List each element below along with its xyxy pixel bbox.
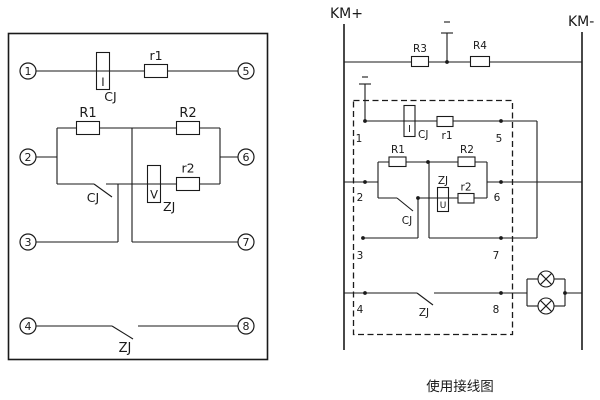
voltage-coil-symbol: U bbox=[440, 201, 447, 211]
cj-contact-blade bbox=[93, 183, 113, 198]
resistor-R2-label: R2 bbox=[179, 106, 196, 121]
junction-dot bbox=[363, 291, 367, 295]
cj-contact-label: CJ bbox=[402, 215, 412, 227]
terminal-7 bbox=[237, 233, 255, 251]
cj-contact-blade bbox=[396, 197, 414, 212]
case-outline bbox=[7, 32, 269, 361]
current-coil-symbol: I bbox=[101, 75, 104, 89]
resistor-r1-label: r1 bbox=[442, 130, 453, 142]
resistor-R4 bbox=[469, 55, 491, 68]
voltage-coil-label: ZJ bbox=[438, 175, 448, 187]
junction-dot bbox=[445, 60, 449, 64]
terminal-2-number: 2 bbox=[357, 192, 364, 204]
current-coil-label: CJ bbox=[104, 89, 116, 104]
voltage-coil-box bbox=[436, 186, 450, 213]
terminal-8 bbox=[237, 317, 255, 335]
terminal-7-number: 7 bbox=[493, 250, 500, 262]
resistor-r1 bbox=[436, 115, 454, 128]
bus-km-minus-label: KM- bbox=[568, 14, 594, 30]
resistor-r1 bbox=[143, 63, 169, 79]
terminal-1 bbox=[19, 62, 37, 80]
lamp-cross bbox=[539, 272, 553, 286]
lamp-symbol bbox=[537, 297, 555, 315]
resistor-r2-label: r2 bbox=[181, 161, 194, 176]
zj-contact-blade bbox=[416, 292, 434, 306]
terminal-6-number: 6 bbox=[243, 151, 250, 164]
terminal-2-number: 2 bbox=[25, 151, 32, 164]
lamp-symbol bbox=[537, 270, 555, 288]
junction-dot bbox=[499, 236, 503, 240]
internal-diagram-labels: 1 5 2 6 3 7 4 8 I CJ r1 R1 R2 CJ V ZJ r2… bbox=[25, 48, 250, 356]
resistor-R2-label: R2 bbox=[460, 144, 474, 156]
junction-dot bbox=[499, 291, 503, 295]
terminal-8-number: 8 bbox=[493, 304, 500, 316]
terminal-1-number: 1 bbox=[356, 133, 363, 145]
terminal-5-number: 5 bbox=[243, 65, 250, 78]
terminal-8-number: 8 bbox=[243, 320, 250, 333]
cj-contact-label: CJ bbox=[87, 190, 99, 205]
terminal-2 bbox=[19, 148, 37, 166]
terminal-4 bbox=[19, 317, 37, 335]
caption: 使用接线图 bbox=[426, 378, 494, 395]
resistor-R3-label: R3 bbox=[413, 43, 427, 55]
usage-wiring-diagram bbox=[343, 21, 583, 350]
terminal-7-number: 7 bbox=[243, 236, 250, 249]
resistor-R3 bbox=[410, 55, 430, 68]
terminal-5-number: 5 bbox=[496, 133, 503, 145]
resistor-R1-label: R1 bbox=[391, 144, 405, 156]
junction-dot bbox=[363, 180, 367, 184]
zj-contact-label: ZJ bbox=[419, 307, 429, 319]
resistor-r1-label: r1 bbox=[149, 48, 162, 63]
current-coil-box bbox=[95, 51, 111, 91]
wiring-diagram-labels: KM+ KM- R3 R4 I CJ r1 R1 R2 ZJ U r2 CJ Z… bbox=[330, 6, 594, 319]
bus-km-plus-label: KM+ bbox=[330, 6, 363, 22]
current-coil-box bbox=[403, 104, 416, 138]
junction-dot bbox=[361, 236, 365, 240]
terminal-3-number: 3 bbox=[25, 236, 32, 249]
junction-dot bbox=[363, 119, 367, 123]
junction-dot bbox=[499, 180, 503, 184]
terminal-4-number: 4 bbox=[357, 304, 364, 316]
voltage-coil-symbol: V bbox=[150, 188, 158, 202]
resistor-R2 bbox=[457, 156, 476, 168]
zj-contact-label: ZJ bbox=[119, 341, 132, 356]
zj-contact-blade bbox=[111, 325, 134, 340]
resistor-r2 bbox=[175, 176, 201, 192]
terminal-3-number: 3 bbox=[357, 250, 364, 262]
lamp-cross bbox=[539, 299, 553, 313]
terminal-4-number: 4 bbox=[25, 320, 32, 333]
voltage-coil-box bbox=[146, 164, 162, 204]
terminal-5 bbox=[237, 62, 255, 80]
terminal-3 bbox=[19, 233, 37, 251]
junction-dot bbox=[499, 119, 503, 123]
voltage-coil-label: ZJ bbox=[163, 199, 175, 214]
resistor-r2 bbox=[457, 192, 475, 204]
internal-terminal-diagram bbox=[7, 32, 269, 361]
resistor-r2-label: r2 bbox=[461, 182, 472, 194]
resistor-R4-label: R4 bbox=[473, 40, 487, 52]
relay-outline-dashed bbox=[352, 99, 514, 336]
terminal-6 bbox=[237, 148, 255, 166]
current-coil-symbol: I bbox=[408, 124, 411, 135]
resistor-R1 bbox=[388, 156, 407, 168]
terminal-1-number: 1 bbox=[25, 65, 32, 78]
terminal-6-number: 6 bbox=[494, 192, 501, 204]
resistor-R1 bbox=[75, 120, 101, 136]
resistor-R2 bbox=[175, 120, 201, 136]
junction-dots bbox=[361, 60, 567, 295]
junction-dot bbox=[563, 291, 567, 295]
current-coil-label: CJ bbox=[418, 129, 428, 141]
resistor-R1-label: R1 bbox=[79, 106, 96, 121]
junction-dot bbox=[416, 196, 420, 200]
junction-dot bbox=[426, 160, 430, 164]
